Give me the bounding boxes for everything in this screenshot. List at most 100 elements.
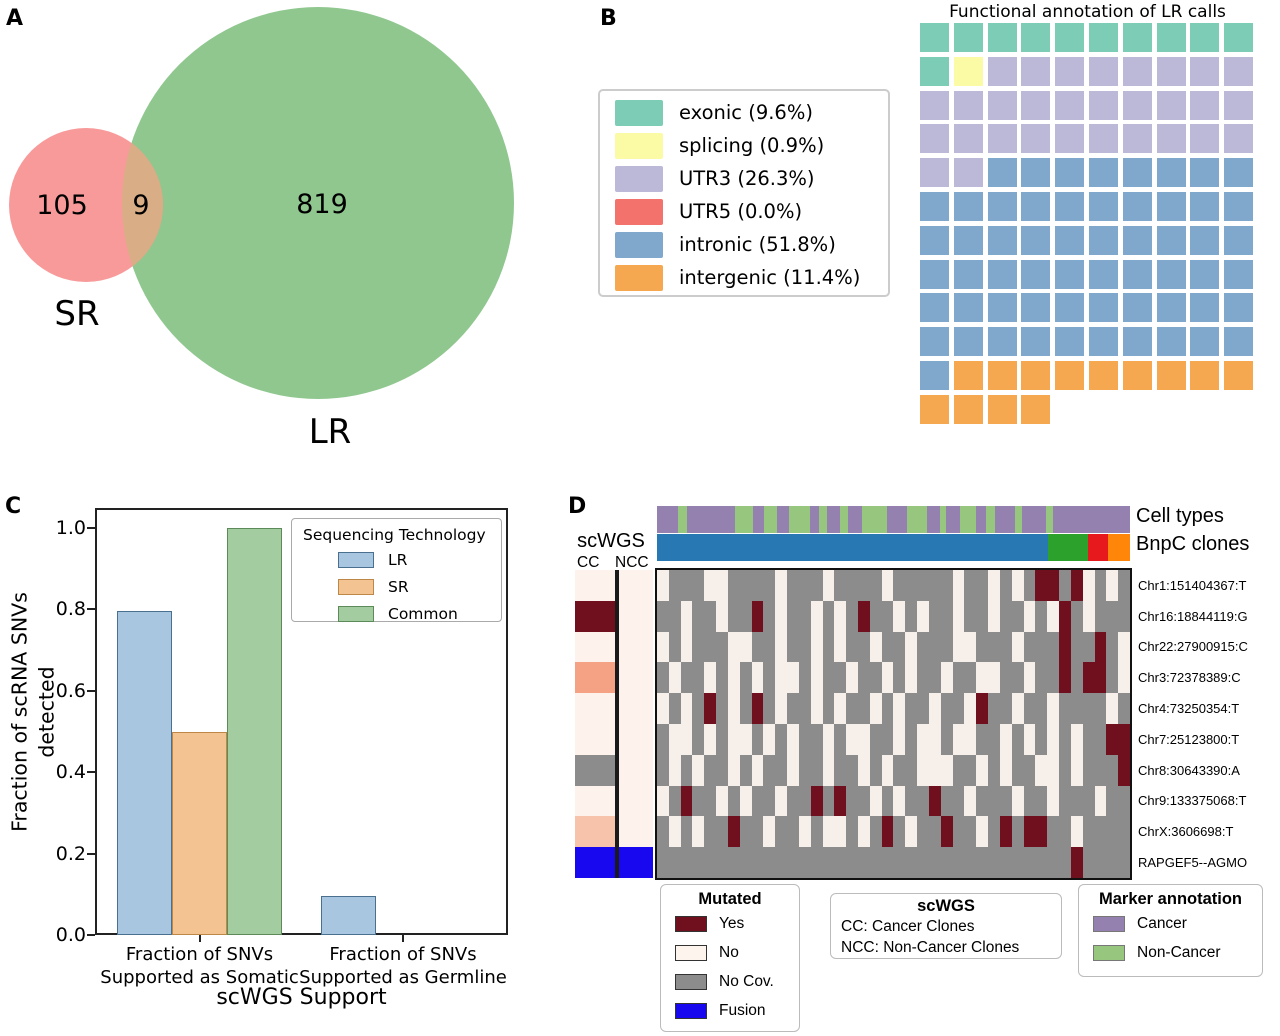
- marker-annotation-legend-title: Marker annotation: [1098, 890, 1243, 908]
- mutated-legend-item: No Cov.: [661, 967, 799, 996]
- heatmap-cell: [668, 570, 681, 601]
- cc-cell: [575, 631, 615, 663]
- waffle-cell: [1055, 361, 1085, 390]
- heatmap-cell: [1011, 631, 1024, 663]
- heatmap-cell: [834, 570, 847, 601]
- waffle-cell: [1156, 327, 1186, 357]
- heatmap-cell: [1059, 570, 1071, 601]
- heatmap-cell: [1082, 662, 1095, 694]
- waffle-cell: [953, 192, 983, 221]
- marker-legend-item-label: Cancer: [1137, 914, 1187, 932]
- heatmap-cell: [1047, 785, 1060, 817]
- heatmap-cell: [1106, 600, 1119, 632]
- heatmap-cell: [716, 570, 728, 601]
- heatmap-cell: [751, 693, 764, 724]
- heatmap-cell: [1118, 785, 1130, 817]
- heatmap-cell: [952, 847, 965, 878]
- heatmap-cell: [1011, 662, 1024, 694]
- y-tick-label: 0.2: [55, 842, 86, 865]
- heatmap-cell: [893, 600, 906, 632]
- cc-cell: [575, 662, 615, 694]
- heatmap-cell: [716, 600, 728, 632]
- heatmap-cell: [893, 662, 906, 694]
- waffle-cell: [1122, 23, 1152, 52]
- heatmap-cell: [846, 693, 859, 724]
- heatmap-cell: [1047, 693, 1060, 724]
- heatmap-cell: [798, 847, 811, 878]
- heatmap-cell: [751, 570, 764, 601]
- waffle-cell: [953, 327, 983, 357]
- heatmap-cell: [976, 600, 989, 632]
- y-tick-mark: [87, 771, 95, 774]
- waffle-legend-swatch: [615, 198, 663, 225]
- heatmap-cell: [739, 816, 752, 848]
- waffle-cell: [920, 158, 949, 188]
- heatmap-cell: [1059, 754, 1071, 786]
- ncc-cell: [619, 600, 653, 632]
- heatmap-cell: [928, 785, 941, 817]
- cell-type-segment: [1046, 506, 1054, 533]
- y-tick-mark: [87, 527, 95, 529]
- heatmap-cell: [1047, 631, 1060, 663]
- heatmap-cell: [787, 723, 799, 755]
- waffle-cell: [1122, 361, 1152, 390]
- heatmap-cell: [928, 662, 941, 694]
- heatmap-cell: [1106, 754, 1119, 786]
- waffle-cell: [1224, 124, 1254, 154]
- mutated-legend-swatch: [675, 973, 707, 990]
- waffle-cell: [920, 394, 949, 424]
- waffle-cell: [1089, 259, 1118, 289]
- waffle-legend-swatch: [615, 264, 663, 291]
- heatmap-cell: [952, 662, 965, 694]
- waffle-cell: [1021, 56, 1051, 86]
- heatmap-cell: [1094, 600, 1107, 632]
- heatmap-cell: [798, 723, 811, 755]
- heatmap-cell: [1082, 816, 1095, 848]
- waffle-cell: [1224, 361, 1254, 390]
- heatmap-cell: [775, 847, 788, 878]
- mutated-legend-item-label: No Cov.: [719, 972, 774, 990]
- heatmap-cell: [1047, 847, 1060, 878]
- waffle-legend-item: UTR5 (0.0%): [600, 195, 888, 228]
- heatmap-cell: [1094, 785, 1107, 817]
- waffle-cell: [1089, 23, 1118, 52]
- heatmap-cell: [1070, 570, 1083, 601]
- heatmap-cell: [834, 723, 847, 755]
- heatmap-cell: [692, 816, 705, 848]
- heatmap-cell: [668, 723, 681, 755]
- heatmap-cell: [763, 754, 776, 786]
- waffle-cell: [1122, 56, 1152, 86]
- cc-cell: [575, 570, 615, 601]
- heatmap-cell: [763, 631, 776, 663]
- heatmap-cell: [751, 754, 764, 786]
- heatmap-cell: [787, 600, 799, 632]
- waffle-cell: [953, 259, 983, 289]
- venn-sr-circle: [9, 128, 163, 282]
- heatmap-cell: [704, 600, 717, 632]
- heatmap-cell: [775, 693, 788, 724]
- bnpc-clone-segment: [657, 534, 1049, 561]
- bar-lr-group1: [117, 611, 172, 935]
- waffle-cell: [1021, 23, 1051, 52]
- heatmap-cell: [988, 754, 1000, 786]
- heatmap-cell: [716, 631, 728, 663]
- heatmap-cell: [727, 754, 740, 786]
- cell-type-segment: [687, 506, 736, 533]
- heatmap-cell: [999, 693, 1012, 724]
- heatmap-cell: [1118, 723, 1130, 755]
- cell-type-segment: [826, 506, 840, 533]
- bar-lr-group2: [320, 896, 376, 935]
- heatmap-cell: [940, 754, 953, 786]
- cell-types-annotation-bar: [657, 506, 1130, 533]
- mutated-legend-swatch: [675, 944, 707, 961]
- cc-cell: [575, 754, 615, 786]
- mutated-legend-swatch: [675, 1002, 707, 1019]
- heatmap-cell: [1035, 600, 1048, 632]
- heatmap-cell: [905, 662, 918, 694]
- waffle-cell: [987, 56, 1017, 86]
- heatmap-cell: [952, 785, 965, 817]
